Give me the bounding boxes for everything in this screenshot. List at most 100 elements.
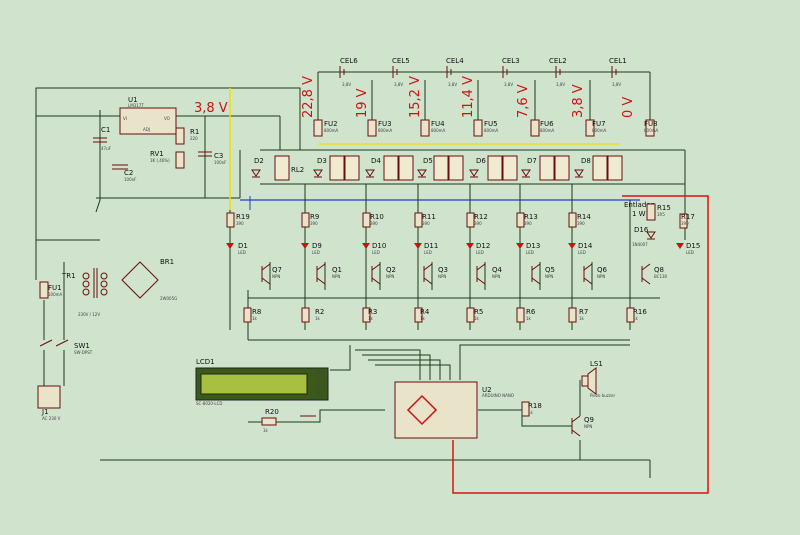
svg-text:1k: 1k [252,316,258,321]
svg-text:TR1: TR1 [61,272,76,280]
svg-text:NPN: NPN [492,274,500,279]
svg-text:3,8V: 3,8V [556,82,565,87]
svg-text:NPN: NPN [332,274,340,279]
svg-text:FU5: FU5 [484,120,498,128]
svg-text:RL2: RL2 [291,166,304,174]
svg-text:D13: D13 [526,242,540,250]
svg-text:Q1: Q1 [332,266,342,274]
svg-text:220: 220 [190,136,198,141]
svg-text:LED: LED [238,250,246,255]
svg-text:D8: D8 [581,157,591,165]
relay-group-5: D6 [469,155,518,181]
svg-text:NPN: NPN [597,274,605,279]
svg-text:VO: VO [164,116,170,121]
svg-text:47uF: 47uF [101,146,112,151]
svg-text:D15: D15 [686,242,700,250]
svg-text:CEL3: CEL3 [502,57,520,65]
svg-text:R17: R17 [681,213,695,221]
svg-text:D2: D2 [254,157,264,165]
svg-text:Q2: Q2 [386,266,396,274]
relay-group-2: D3 [313,155,360,181]
svg-text:C2: C2 [124,169,133,177]
svg-text:100mA: 100mA [48,292,63,297]
voltage-labels: 22,8 V 19 V 15,2 V 11,4 V 7,6 V 3,8 V 0 … [194,76,636,118]
svg-text:1k: 1k [528,410,534,415]
svg-text:R19: R19 [236,213,250,221]
voltage-label-7: 0 V [621,97,636,118]
svg-text:FU8: FU8 [644,120,658,128]
svg-text:LED: LED [372,250,380,255]
arduino-nano: U2 ARDUINO NANO [394,381,514,439]
svg-text:R6: R6 [526,308,536,316]
svg-text:R13: R13 [524,213,538,221]
svg-text:LCD1: LCD1 [196,358,215,366]
svg-text:390: 390 [524,221,532,226]
svg-text:R16: R16 [633,308,647,316]
svg-text:NPN: NPN [584,424,592,429]
svg-text:Q8: Q8 [654,266,664,274]
discharge-label: Entladen [624,201,655,209]
svg-text:VI: VI [123,116,127,121]
svg-text:3,8V: 3,8V [612,82,621,87]
svg-text:SCL: SCL [316,391,324,396]
svg-text:D14: D14 [578,242,593,250]
svg-text:FU4: FU4 [431,120,445,128]
svg-text:1N4007: 1N4007 [632,242,648,247]
svg-text:390: 390 [577,221,585,226]
svg-text:SC-8020-LCD: SC-8020-LCD [196,401,223,406]
voltage-label-6: 3,8 V [571,84,586,118]
pot-rv1 [175,151,185,169]
svg-text:390: 390 [422,221,430,226]
resistor-r15 [646,203,656,221]
svg-text:800mA: 800mA [324,128,339,133]
svg-text:R14: R14 [577,213,591,221]
svg-text:NPN: NPN [386,274,394,279]
svg-text:1k: 1k [526,316,532,321]
svg-text:RV1: RV1 [150,150,164,158]
voltage-label-1: 22,8 V [301,76,316,118]
svg-text:Q3: Q3 [438,266,448,274]
svg-text:800mA: 800mA [592,128,607,133]
svg-text:Q9: Q9 [584,416,594,424]
svg-text:SDA: SDA [316,384,325,389]
svg-text:100nF: 100nF [124,177,137,182]
svg-text:800mA: 800mA [540,128,555,133]
svg-text:FU3: FU3 [378,120,392,128]
svg-text:LM317T: LM317T [128,103,144,108]
relay-group-3: D4 [365,155,414,181]
svg-text:D16: D16 [634,226,649,234]
svg-text:LED: LED [312,250,320,255]
relay-group-7: D8 [574,155,623,181]
svg-text:1k: 1k [633,316,639,321]
svg-text:LS1: LS1 [590,360,603,368]
voltage-label-4: 11,4 V [461,76,476,118]
svg-text:U2: U2 [482,386,492,394]
svg-text:1k: 1k [368,316,374,321]
svg-text:R2: R2 [315,308,324,316]
svg-text:800mA: 800mA [378,128,393,133]
